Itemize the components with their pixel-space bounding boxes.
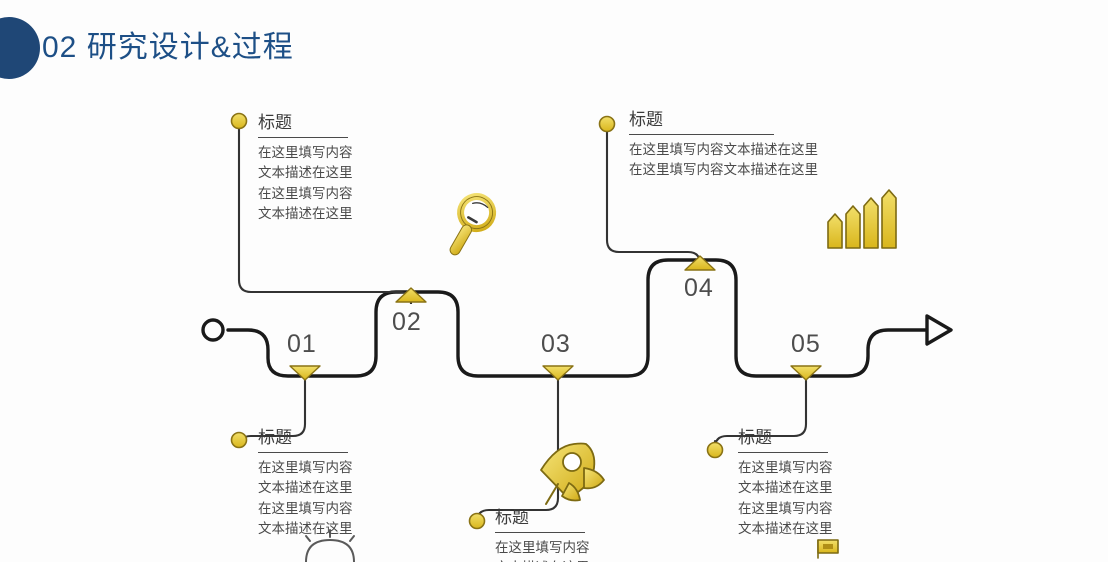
block-underline bbox=[738, 451, 828, 453]
step-number-04: 04 bbox=[684, 274, 714, 302]
block-line: 在这里填写内容 bbox=[495, 539, 590, 555]
step-number-01: 01 bbox=[287, 330, 317, 358]
connector-dot-4 bbox=[468, 512, 486, 530]
node-marker-05 bbox=[790, 365, 822, 381]
block-line: 在这里填写内容 bbox=[258, 185, 353, 201]
step-number-03: 03 bbox=[541, 330, 571, 358]
connector-dot-3 bbox=[230, 431, 248, 449]
text-block-bottom-right: 标题 在这里填写内容 文本描述在这里 在这里填写内容 文本描述在这里 bbox=[738, 428, 833, 540]
block-line: 文本描述在这里 bbox=[258, 521, 353, 537]
magnifying-glass-icon bbox=[449, 193, 497, 256]
block-line: 在这里填写内容文本描述在这里 bbox=[629, 141, 818, 157]
connector-dot-2 bbox=[598, 115, 616, 133]
bar-chart-icon bbox=[827, 189, 897, 249]
connector-dot-5 bbox=[706, 441, 724, 459]
node-marker-03 bbox=[542, 365, 574, 381]
block-underline bbox=[629, 133, 774, 135]
node-marker-02 bbox=[395, 287, 427, 303]
timeline-end-arrow bbox=[925, 314, 953, 346]
block-line: 在这里填写内容 bbox=[258, 500, 353, 516]
page-title: 02 研究设计&过程 bbox=[42, 31, 294, 64]
block-line: 在这里填写内容 bbox=[738, 500, 833, 516]
block-line: 在这里填写内容 bbox=[258, 144, 353, 160]
block-line: 在这里填写内容文本描述在这里 bbox=[629, 162, 818, 178]
block-underline bbox=[495, 531, 585, 533]
text-block-top-right: 标题 在这里填写内容文本描述在这里 在这里填写内容文本描述在这里 bbox=[629, 110, 818, 181]
block-underline bbox=[258, 136, 348, 138]
flag-icon bbox=[817, 539, 839, 559]
step-number-05: 05 bbox=[791, 330, 821, 358]
rocket-icon bbox=[540, 442, 605, 505]
block-line: 文本描述在这里 bbox=[495, 558, 590, 562]
block-title: 标题 bbox=[258, 113, 292, 132]
block-title: 标题 bbox=[738, 428, 772, 447]
timeline-start-circle bbox=[201, 318, 225, 342]
block-line: 文本描述在这里 bbox=[258, 206, 353, 222]
connector-dot-1 bbox=[230, 112, 248, 130]
step-number-02: 02 bbox=[392, 308, 422, 336]
node-marker-04 bbox=[684, 255, 716, 271]
block-title: 标题 bbox=[495, 508, 529, 527]
lightbulb-icon bbox=[305, 529, 355, 562]
text-block-bottom-center: 标题 在这里填写内容 文本描述在这里 bbox=[495, 508, 590, 562]
block-line: 在这里填写内容 bbox=[258, 459, 353, 475]
text-block-bottom-left: 标题 在这里填写内容 文本描述在这里 在这里填写内容 文本描述在这里 bbox=[258, 428, 353, 540]
text-block-top-left: 标题 在这里填写内容 文本描述在这里 在这里填写内容 文本描述在这里 bbox=[258, 113, 353, 225]
block-line: 文本描述在这里 bbox=[738, 521, 833, 537]
block-line: 文本描述在这里 bbox=[258, 165, 353, 181]
block-line: 文本描述在这里 bbox=[258, 480, 353, 496]
block-title: 标题 bbox=[258, 428, 292, 447]
block-line: 文本描述在这里 bbox=[738, 480, 833, 496]
block-underline bbox=[258, 451, 348, 453]
block-title: 标题 bbox=[629, 110, 663, 129]
node-marker-01 bbox=[289, 365, 321, 381]
block-line: 在这里填写内容 bbox=[738, 459, 833, 475]
